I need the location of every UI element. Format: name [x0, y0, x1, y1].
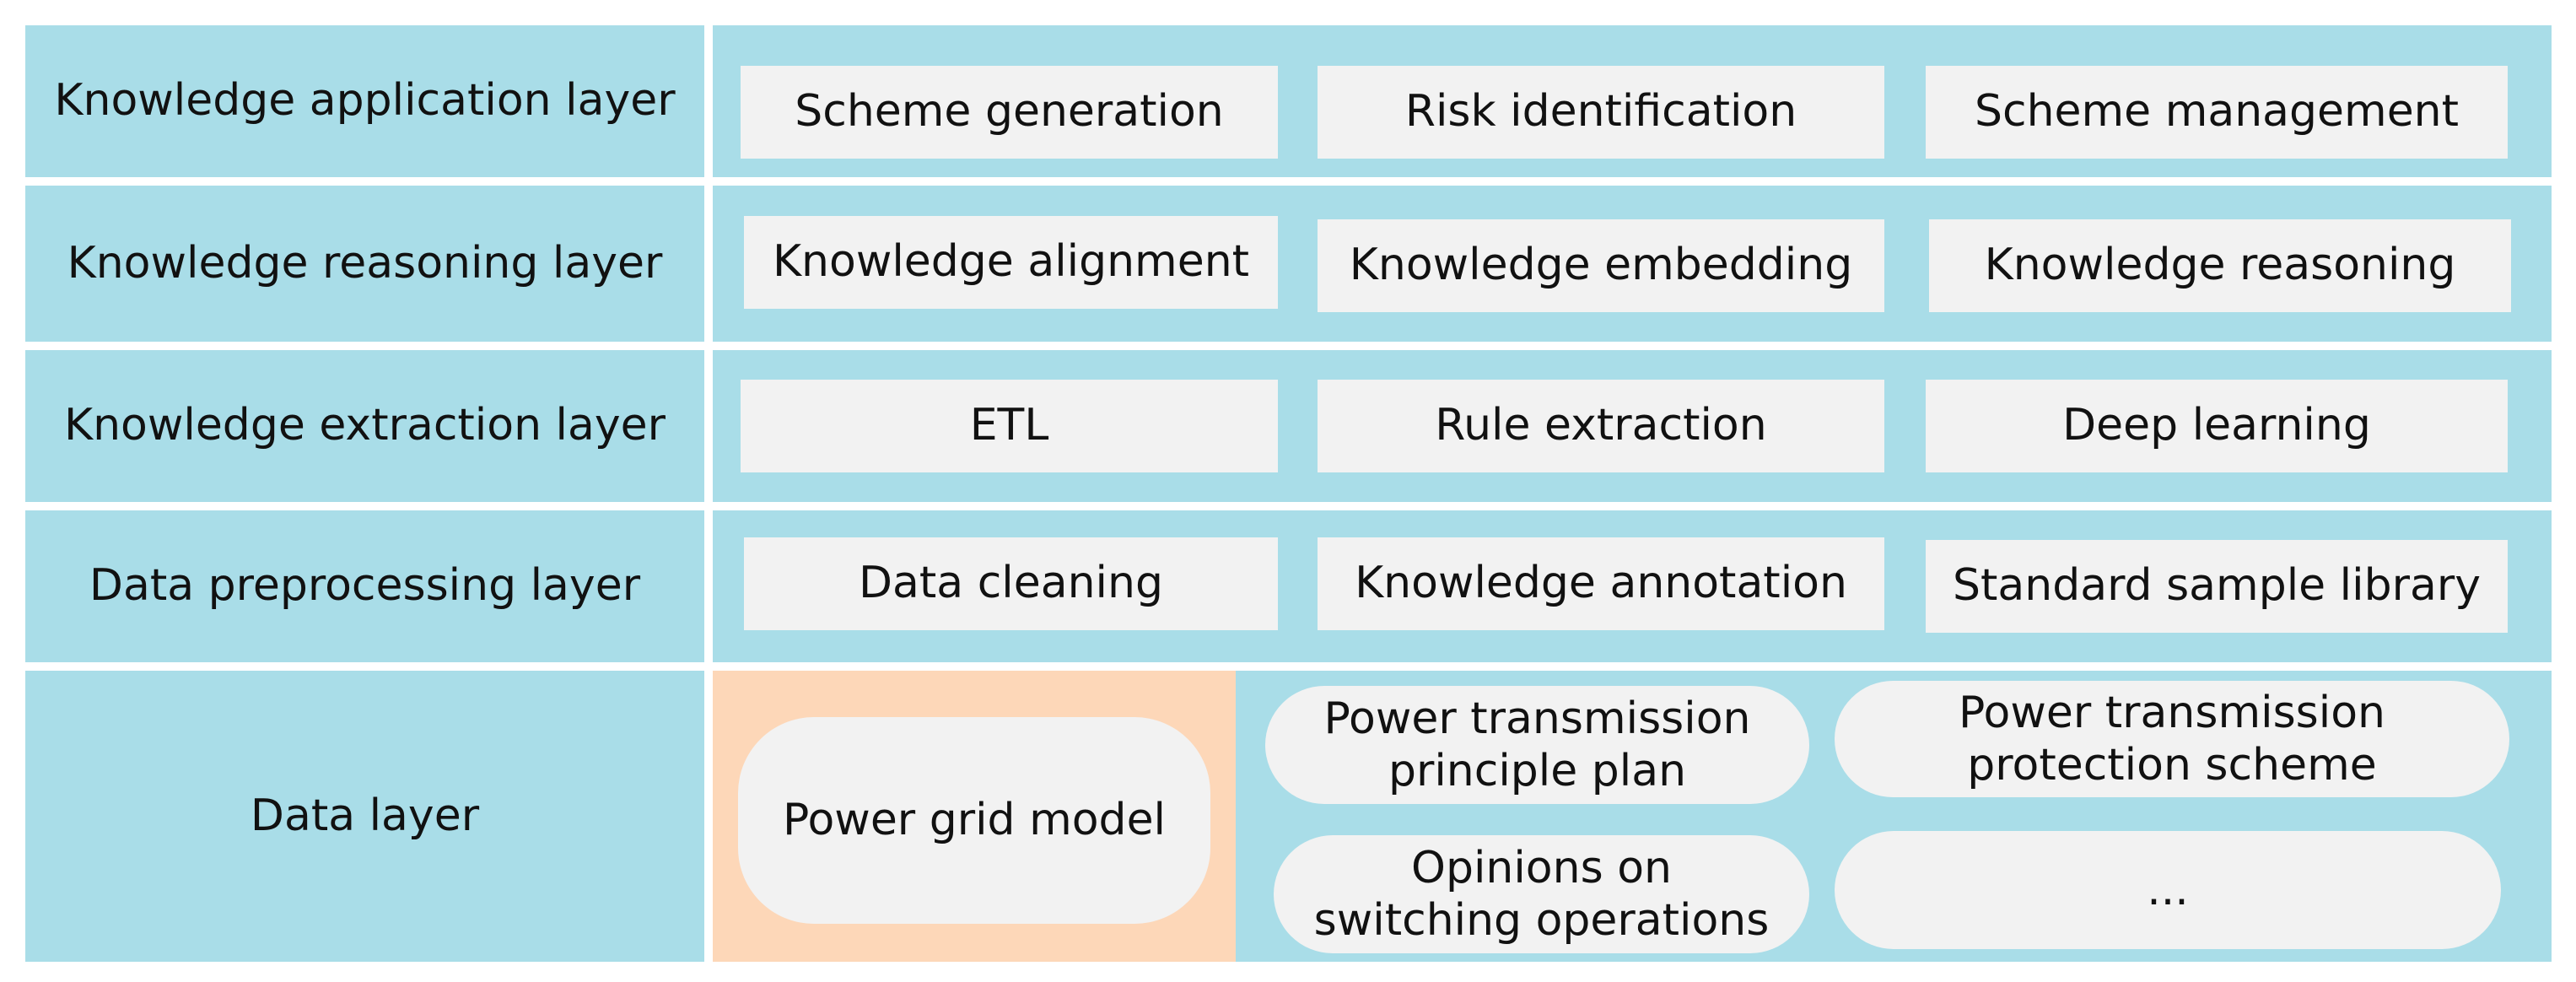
pill-more-sources: ...: [1835, 831, 2501, 949]
layer-label-text: Knowledge reasoning layer: [67, 237, 663, 289]
layer-row-preprocessing: Data cleaning Knowledge annotation Stand…: [713, 510, 2552, 662]
data-sources-panel: Power transmission principle plan Power …: [1236, 671, 2552, 962]
pill-power-transmission-protection-scheme: Power transmission protection scheme: [1835, 681, 2509, 797]
layer-label-text: Data layer: [250, 790, 480, 841]
layer-label-data: Data layer: [25, 671, 704, 962]
layer-label-text: Data preprocessing layer: [89, 560, 641, 612]
power-grid-model-panel: Power grid model: [713, 671, 1236, 962]
box-etl: ETL: [741, 380, 1278, 472]
box-risk-identification: Risk identification: [1318, 66, 1884, 159]
box-deep-learning: Deep learning: [1926, 380, 2508, 472]
box-knowledge-alignment: Knowledge alignment: [744, 216, 1278, 309]
pill-power-grid-model: Power grid model: [738, 717, 1210, 924]
box-standard-sample-library: Standard sample library: [1926, 540, 2508, 633]
box-knowledge-reasoning: Knowledge reasoning: [1929, 219, 2511, 312]
box-knowledge-annotation: Knowledge annotation: [1318, 537, 1884, 630]
layer-row-extraction: ETL Rule extraction Deep learning: [713, 350, 2552, 502]
layer-label-extraction: Knowledge extraction layer: [25, 350, 704, 502]
layer-label-reasoning: Knowledge reasoning layer: [25, 186, 704, 342]
pill-power-transmission-principle-plan: Power transmission principle plan: [1265, 686, 1809, 804]
layer-label-text: Knowledge extraction layer: [63, 400, 666, 451]
box-data-cleaning: Data cleaning: [744, 537, 1278, 630]
box-scheme-management: Scheme management: [1926, 66, 2508, 159]
box-rule-extraction: Rule extraction: [1318, 380, 1884, 472]
pill-opinions-on-switching-operations: Opinions on switching operations: [1274, 835, 1809, 953]
box-knowledge-embedding: Knowledge embedding: [1318, 219, 1884, 312]
layer-label-application: Knowledge application layer: [25, 25, 704, 177]
layer-row-application: Scheme generation Risk identification Sc…: [713, 25, 2552, 177]
box-scheme-generation: Scheme generation: [741, 66, 1278, 159]
layer-label-text: Knowledge application layer: [54, 75, 676, 127]
layer-label-preprocessing: Data preprocessing layer: [25, 510, 704, 662]
layer-row-reasoning: Knowledge alignment Knowledge embedding …: [713, 186, 2552, 342]
